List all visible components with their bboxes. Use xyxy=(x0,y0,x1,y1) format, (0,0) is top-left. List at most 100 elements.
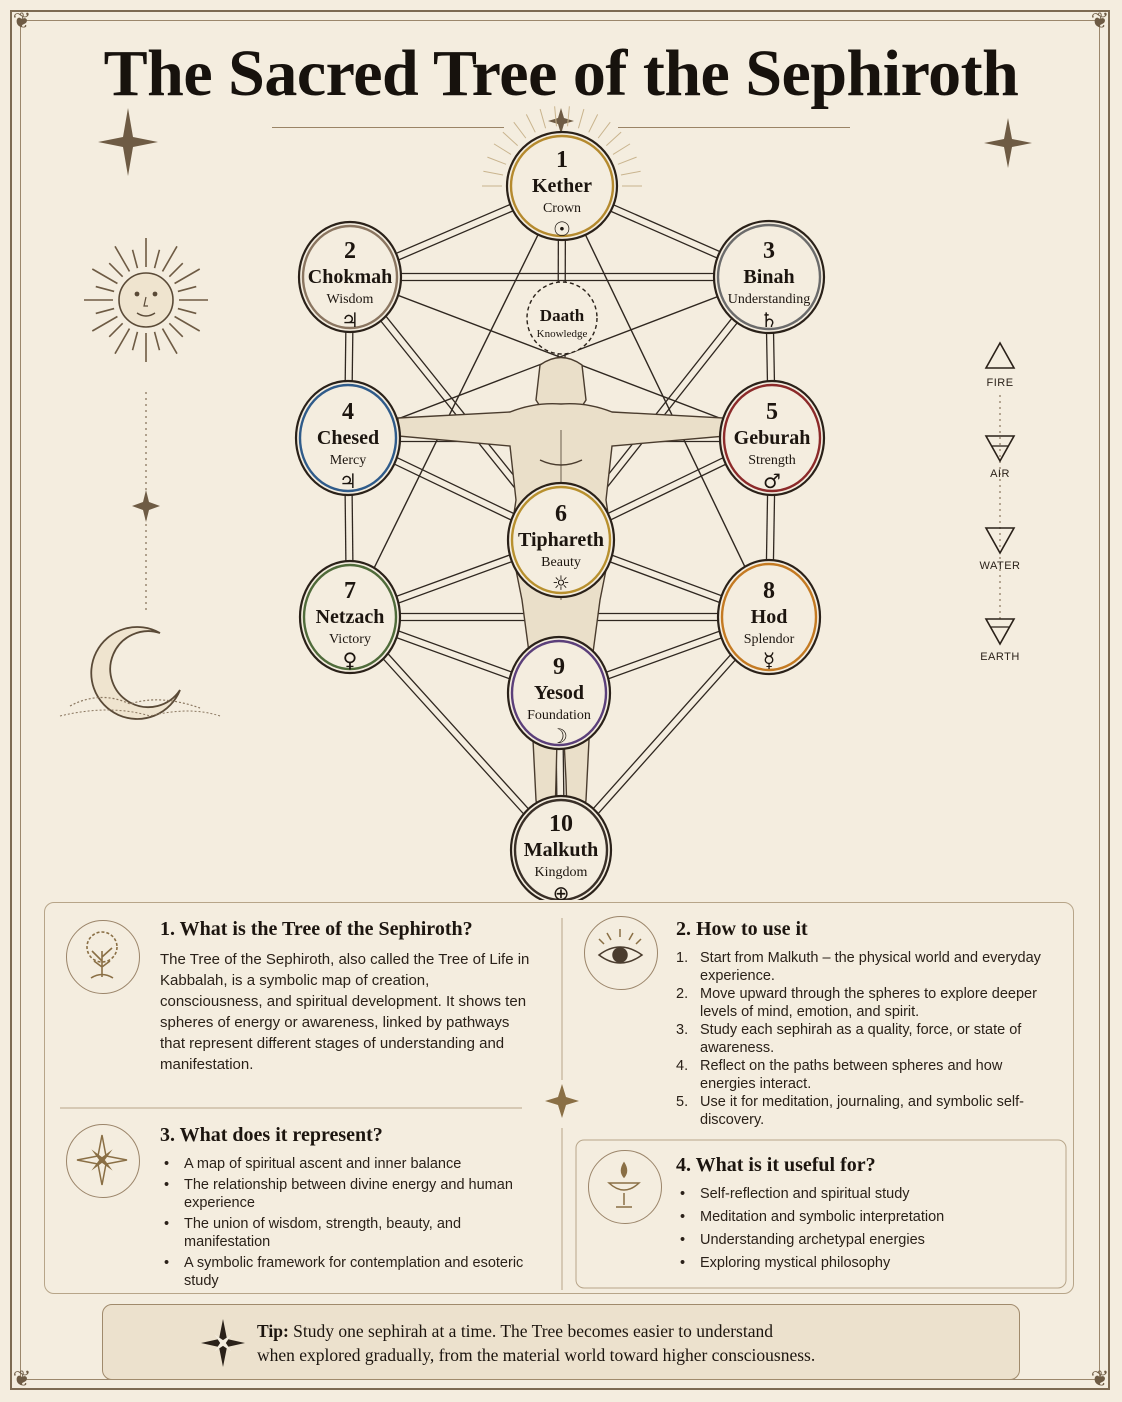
sephirah-name: Hod xyxy=(751,606,788,628)
crescent-moon-icon xyxy=(59,626,221,720)
sephirah-name: Binah xyxy=(743,266,794,288)
sephirah-number: 7 xyxy=(344,578,356,604)
compass-star-icon xyxy=(984,118,1032,168)
page-title: The Sacred Tree of the Sephiroth xyxy=(103,37,1019,110)
sephirah-meaning: Crown xyxy=(543,201,581,216)
sephirah-name: Netzach xyxy=(316,606,385,628)
list-item: A map of spiritual ascent and inner bala… xyxy=(160,1155,532,1173)
sephirah-meaning: Kingdom xyxy=(535,865,588,880)
useful-list: Self-reflection and spiritual studyMedit… xyxy=(676,1185,1046,1272)
title-divider xyxy=(272,127,504,128)
sephirah-meaning: Victory xyxy=(329,632,371,647)
info-panel xyxy=(44,902,1074,1294)
step-item: 2. Move upward through the spheres to exp… xyxy=(676,985,1046,1021)
steps-list: 1.Start from Malkuth – the physical worl… xyxy=(676,949,1046,1129)
section-body: The Tree of the Sephiroth, also called t… xyxy=(160,951,530,1073)
step-number: 2. xyxy=(676,986,689,1002)
sephiroth-spheres: 1KetherCrown☉2ChokmahWisdom♃3BinahUnders… xyxy=(294,130,826,900)
section-what-is: 1. What is the Tree of the Sephiroth? Th… xyxy=(160,918,532,1075)
planet-symbol-icon: ☉ xyxy=(553,217,571,241)
list-item: A symbolic framework for contemplation a… xyxy=(160,1254,532,1290)
list-item: The relationship between divine energy a… xyxy=(160,1176,532,1212)
chalice-lamp-icon xyxy=(607,1161,641,1208)
step-item: 3. Study each sephirah as a quality, forc… xyxy=(676,1021,1046,1057)
sephirah-number: 9 xyxy=(553,654,565,680)
sephirah-meaning: Strength xyxy=(748,453,795,468)
path-line xyxy=(561,185,770,618)
corner-ornament-icon: ❦ xyxy=(12,1367,32,1392)
daath-meaning: Knowledge xyxy=(537,328,588,340)
corner-ornament-icon: ❦ xyxy=(12,9,32,34)
planet-symbol-icon: ♃ xyxy=(339,469,357,493)
title-divider xyxy=(618,127,850,128)
planet-symbol-icon: ♀ xyxy=(343,648,358,672)
eye-icon xyxy=(597,929,644,964)
step-text: Move upward through the spheres to explo… xyxy=(700,986,1037,1020)
planet-symbol-icon: ♄ xyxy=(760,308,778,332)
tree-icon xyxy=(86,931,118,979)
air-triangle-icon xyxy=(984,435,1016,463)
sephirah-number: 10 xyxy=(549,811,573,837)
planet-symbol-icon: ⊕ xyxy=(553,881,570,900)
small-star-icon xyxy=(132,490,160,522)
sephirah-meaning: Beauty xyxy=(541,555,581,570)
section-heading: 2. How to use it xyxy=(676,918,808,940)
sephirah-name: Tiphareth xyxy=(518,529,604,551)
tree-badge xyxy=(66,920,140,994)
element-label-water: WATER xyxy=(979,560,1021,572)
sun-icon xyxy=(84,238,208,362)
sephirah-name: Chesed xyxy=(317,427,379,449)
element-label-air: AIR xyxy=(990,468,1010,480)
tip-label: Tip: xyxy=(257,1321,289,1341)
step-number: 3. xyxy=(676,1022,689,1038)
path-line xyxy=(350,272,769,282)
sephirah-meaning: Splendor xyxy=(744,632,795,647)
represent-list: A map of spiritual ascent and inner bala… xyxy=(160,1155,532,1290)
planet-symbol-icon: ☽ xyxy=(550,724,568,748)
step-text: Study each sephirah as a quality, force,… xyxy=(700,1022,1022,1056)
sephirah-number: 2 xyxy=(344,238,356,264)
small-star-icon xyxy=(548,108,574,134)
compass-star-icon xyxy=(76,1134,128,1186)
compass-star-icon xyxy=(201,1319,245,1367)
planet-symbol-icon: ☼ xyxy=(552,571,570,595)
step-number: 5. xyxy=(676,1094,689,1110)
outer-border xyxy=(10,10,1110,1390)
sephirah-number: 4 xyxy=(342,399,354,425)
human-figure-illustration xyxy=(397,356,727,851)
sephirah-name: Chokmah xyxy=(308,266,392,288)
list-item: Exploring mystical philosophy xyxy=(676,1254,1046,1272)
section-heading: 1. What is the Tree of the Sephiroth? xyxy=(160,918,473,940)
sephirah-name: Kether xyxy=(532,175,592,197)
star-badge xyxy=(66,1124,140,1198)
step-text: Start from Malkuth – the physical world … xyxy=(700,950,1041,984)
step-text: Reflect on the paths between spheres and… xyxy=(700,1058,1003,1092)
planet-symbol-icon: ♃ xyxy=(341,308,359,332)
sephirah-name: Geburah xyxy=(734,427,811,449)
tree-of-life-diagram: 1KetherCrown☉2ChokmahWisdom♃3BinahUnders… xyxy=(59,106,1032,900)
sephirah-number: 3 xyxy=(763,238,775,264)
list-item: Meditation and symbolic interpretation xyxy=(676,1208,1046,1226)
element-label-fire: FIRE xyxy=(986,377,1014,389)
corner-ornament-icon: ❦ xyxy=(1090,9,1110,34)
daath-sphere: Daath Knowledge xyxy=(526,281,598,355)
decorations xyxy=(59,106,1032,720)
section-represent: 3. What does it represent? A map of spir… xyxy=(160,1124,532,1293)
list-item: Understanding archetypal energies xyxy=(676,1231,1046,1249)
path-line xyxy=(349,185,563,618)
sephirah-meaning: Mercy xyxy=(330,453,367,468)
section-heading: 4. What is it useful for? xyxy=(676,1154,876,1176)
tip-text: Tip: Study one sephirah at a time. The T… xyxy=(257,1319,997,1367)
water-triangle-icon xyxy=(984,527,1016,555)
section-heading: 3. What does it represent? xyxy=(160,1124,383,1146)
sephirah-name: Yesod xyxy=(534,682,584,704)
sephirah-number: 5 xyxy=(766,399,778,425)
earth-triangle-icon xyxy=(984,618,1016,646)
